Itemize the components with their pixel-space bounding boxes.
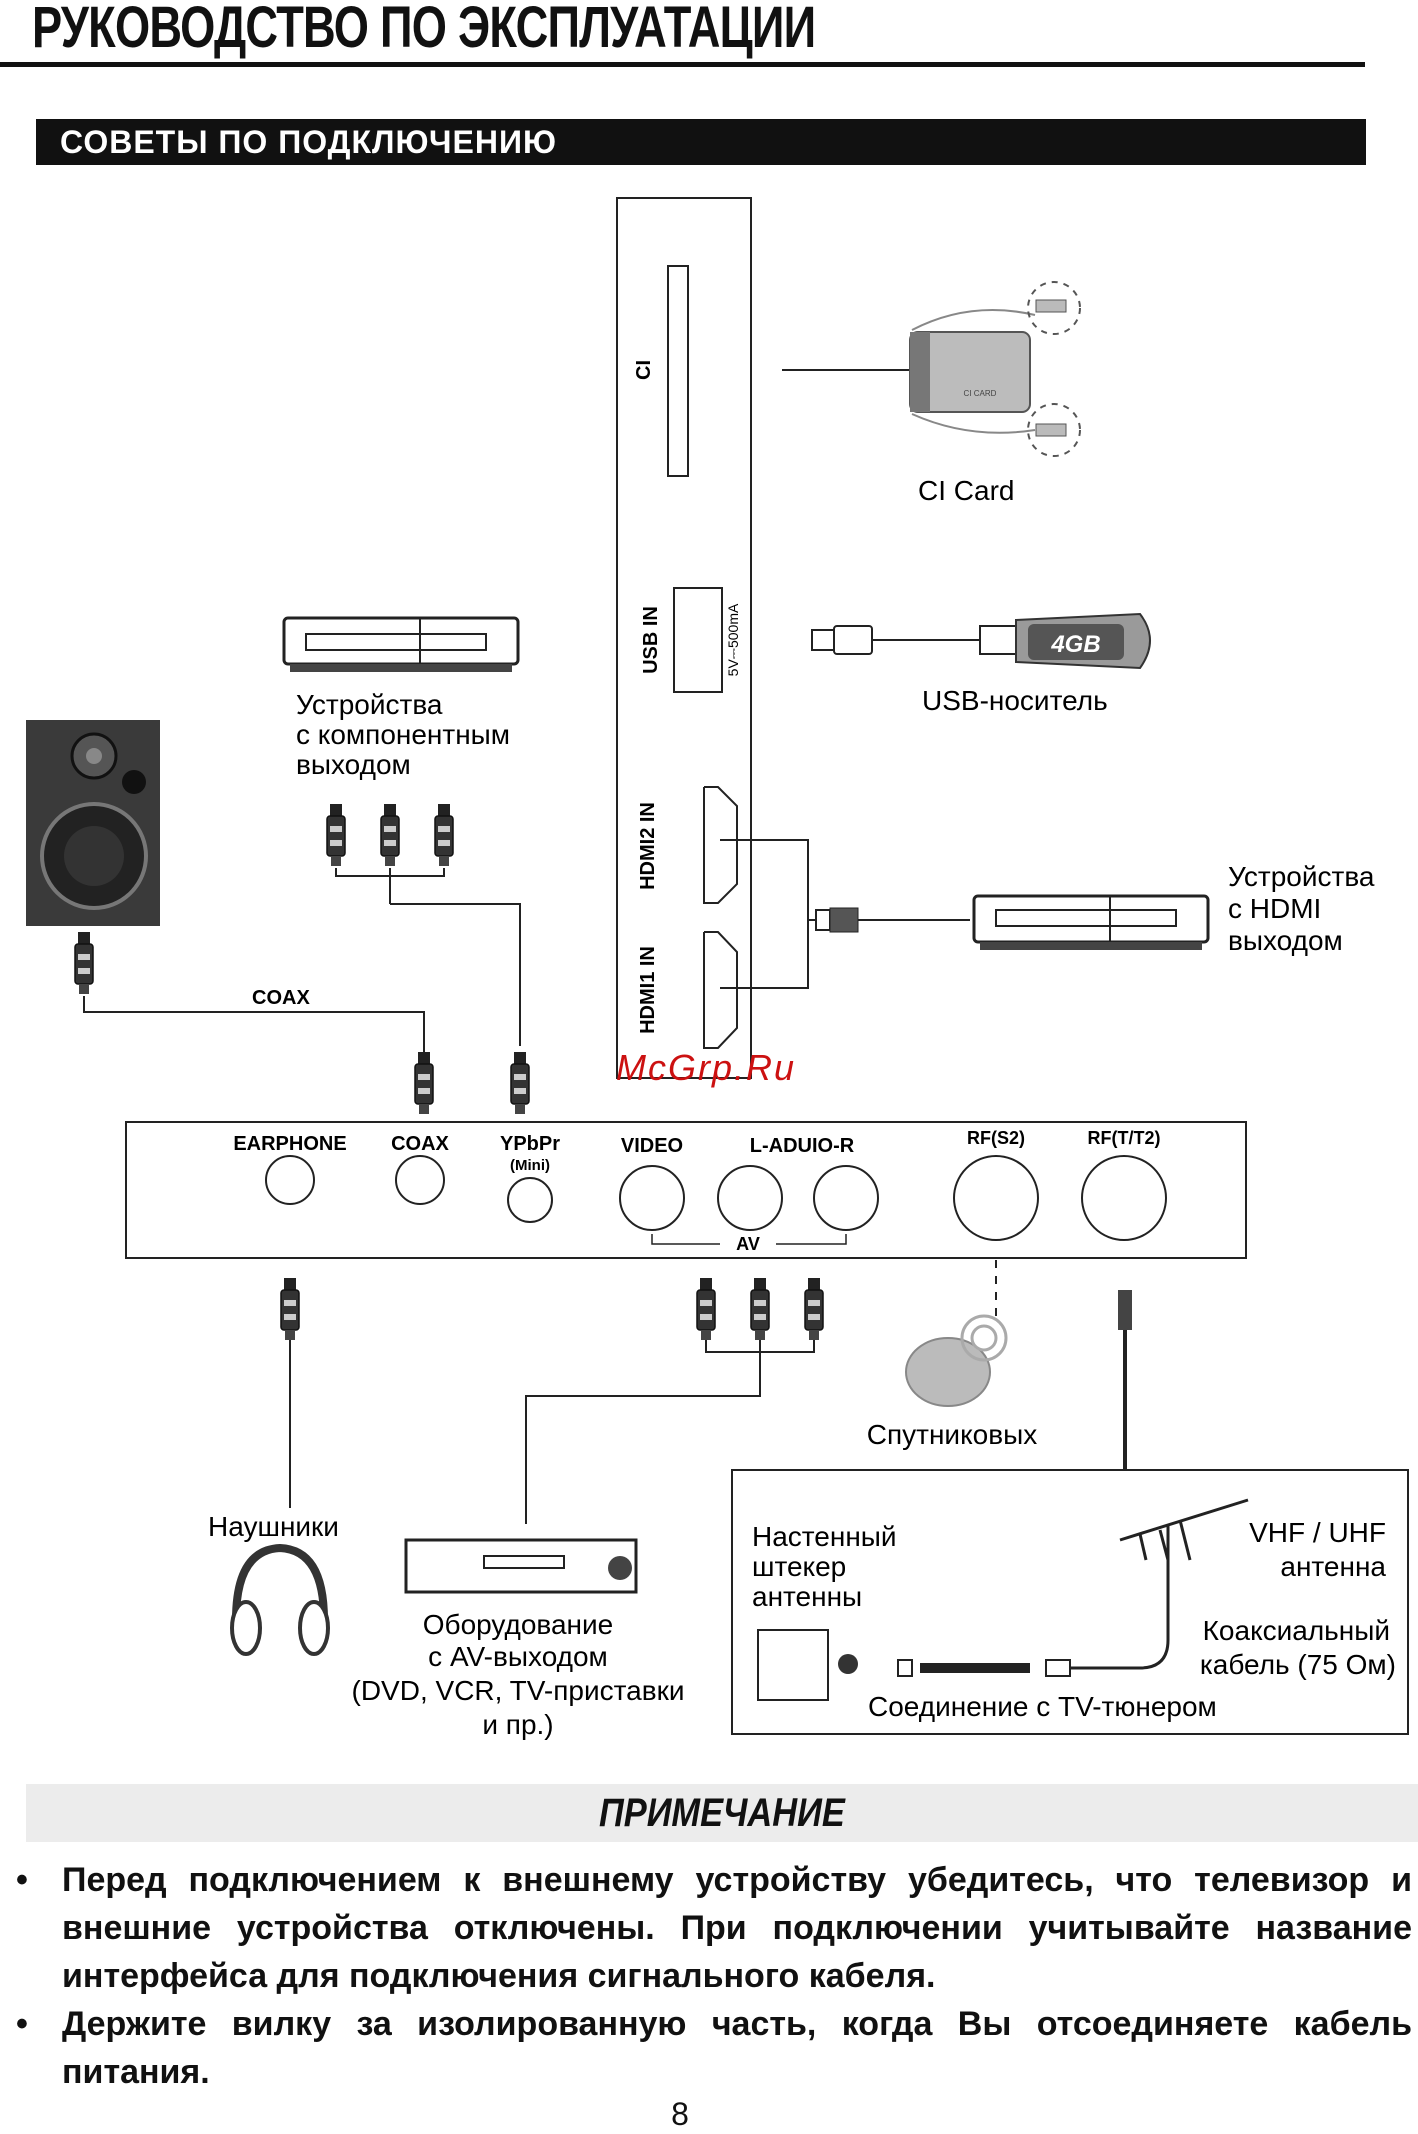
vhf-antenna-icon	[1119, 1498, 1249, 1610]
connection-diagram: CI USB IN 5V⎓500mA HDMI2 IN HDMI1 IN CI …	[26, 197, 1409, 1740]
svg-text:Наушники: Наушники	[208, 1511, 339, 1542]
side-panel: CI USB IN 5V⎓500mA HDMI2 IN HDMI1 IN	[616, 197, 752, 1079]
bullet-icon: •	[16, 2005, 28, 2043]
hdmi1-label: HDMI1 IN	[637, 946, 659, 1034]
svg-text:штекер: штекер	[752, 1551, 846, 1582]
usb-connector-icon	[811, 629, 835, 651]
ci-card-chip-label: CI CARD	[964, 389, 997, 398]
coax-jack	[395, 1155, 445, 1205]
svg-text:Устройства: Устройства	[1228, 861, 1375, 892]
page-number: 8	[671, 2096, 689, 2132]
svg-text:и пр.): и пр.)	[482, 1709, 553, 1740]
list-item: • Держите вилку за изолированную часть, …	[12, 2000, 1412, 2096]
svg-text:Спутниковых: Спутниковых	[867, 1419, 1037, 1450]
ci-card-illustration: CI CARD CI Card	[782, 281, 1081, 506]
video-jack	[619, 1165, 685, 1231]
title-rule	[0, 62, 1365, 67]
coax-cable-label: COAX	[252, 987, 310, 1009]
note-banner: ПРИМЕЧАНИЕ	[26, 1784, 1418, 1842]
bottom-panel: EARPHONE COAX YPbPr (Mini) VIDEO L-ADUIO…	[125, 1121, 1247, 1259]
hdmi-device: Устройства с HDMI выходом	[720, 839, 1375, 989]
svg-text:Соединение с TV-тюнером: Соединение с TV-тюнером	[868, 1691, 1217, 1722]
svg-text:VIDEO: VIDEO	[621, 1135, 683, 1157]
ci-port-label: CI	[633, 360, 655, 380]
note-title: ПРИМЕЧАНИЕ	[599, 1791, 845, 1835]
ci-card-label: CI Card	[918, 475, 1014, 506]
svg-text:выходом: выходом	[1228, 925, 1343, 956]
component-device: Устройства с компонентным выходом	[282, 616, 521, 1046]
audio-left-jack	[717, 1165, 783, 1231]
notes-list: • Перед подключением к внешнему устройст…	[12, 1856, 1412, 2096]
watermark: McGrp.Ru	[616, 1047, 796, 1088]
usb-capacity-label: 4GB	[1050, 631, 1100, 658]
svg-text:выходом: выходом	[296, 749, 411, 780]
svg-text:RF(S2): RF(S2)	[967, 1128, 1025, 1148]
bullet-icon: •	[16, 1861, 28, 1899]
svg-text:RF(T/T2): RF(T/T2)	[1088, 1128, 1161, 1148]
svg-text:с HDMI: с HDMI	[1228, 893, 1321, 924]
av-device: Оборудование с AV-выходом (DVD, VCR, TV-…	[352, 1277, 824, 1740]
satellite-illustration: Спутниковых	[867, 1260, 1037, 1450]
svg-text:антенны: антенны	[752, 1581, 862, 1612]
audio-right-jack	[813, 1165, 879, 1231]
section-heading: СОВЕТЫ ПО ПОДКЛЮЧЕНИЮ	[36, 119, 1366, 165]
headphones-connection: Наушники	[208, 1277, 339, 1656]
svg-text:с AV-выходом: с AV-выходом	[428, 1641, 608, 1672]
svg-text:EARPHONE: EARPHONE	[233, 1133, 346, 1155]
list-item: • Перед подключением к внешнему устройст…	[12, 1856, 1412, 2000]
antenna-box: Настенный штекер антенны VHF / UHF антен…	[731, 1469, 1409, 1735]
svg-text:Коаксиальный: Коаксиальный	[1203, 1615, 1390, 1646]
ci-slot	[667, 265, 689, 477]
usb-drive-illustration: 4GB USB-носитель	[811, 612, 1151, 716]
rf-t-jack	[1081, 1155, 1167, 1241]
ypbpr-jack	[507, 1177, 553, 1223]
speaker-illustration: COAX	[26, 720, 425, 1052]
wall-socket-icon	[757, 1629, 829, 1701]
svg-text:с компонентным: с компонентным	[296, 719, 510, 750]
svg-text:COAX: COAX	[391, 1133, 449, 1155]
headphones-icon	[232, 1543, 328, 1621]
rf-cable	[1118, 1290, 1132, 1470]
svg-text:Настенный: Настенный	[752, 1521, 897, 1552]
hdmi1-port	[703, 931, 738, 1049]
usb-drive-label: USB-носитель	[922, 685, 1108, 716]
usb-in-label: USB IN	[640, 606, 662, 674]
svg-text:Оборудование: Оборудование	[423, 1609, 613, 1640]
earphone-jack	[265, 1155, 315, 1205]
svg-text:(Mini): (Mini)	[510, 1157, 550, 1174]
svg-text:L-ADUIO-R: L-ADUIO-R	[750, 1135, 855, 1157]
usb-port	[673, 587, 723, 693]
hdmi2-label: HDMI2 IN	[637, 802, 659, 890]
svg-text:Устройства: Устройства	[296, 689, 443, 720]
rf-s2-jack	[953, 1155, 1039, 1241]
svg-text:антенна: антенна	[1280, 1551, 1386, 1582]
page-title: РУКОВОДСТВО ПО ЭКСПЛУАТАЦИИ	[32, 0, 816, 60]
svg-text:кабель (75 Ом): кабель (75 Ом)	[1200, 1649, 1396, 1680]
usb-rating-label: 5V⎓500mA	[725, 603, 741, 676]
svg-text:AV: AV	[736, 1234, 760, 1254]
svg-text:(DVD, VCR, TV-приставки: (DVD, VCR, TV-приставки	[352, 1675, 685, 1706]
svg-text:YPbPr: YPbPr	[500, 1133, 560, 1155]
svg-text:VHF / UHF: VHF / UHF	[1249, 1517, 1386, 1548]
